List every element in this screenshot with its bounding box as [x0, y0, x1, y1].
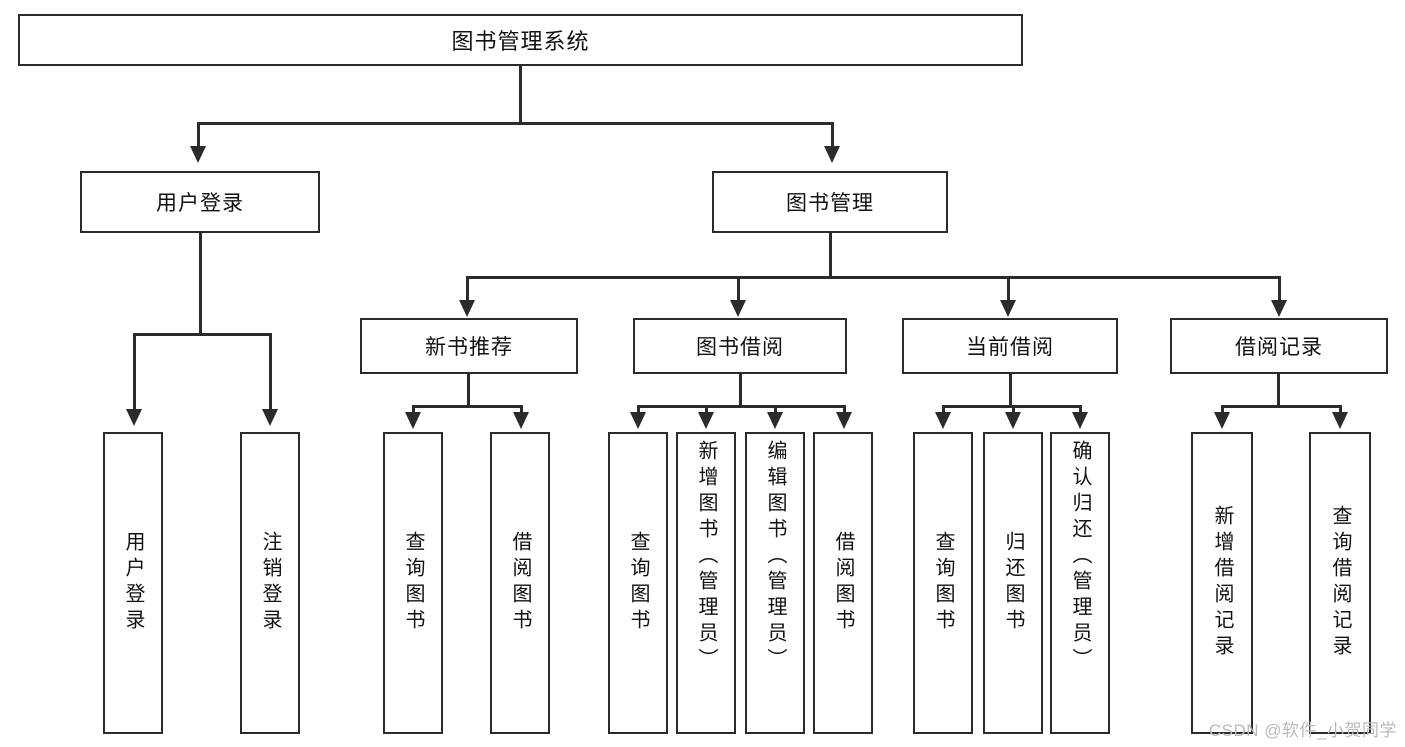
connector-user-login-branch-1: [133, 333, 136, 411]
node-book-management-label: 图书管理: [786, 192, 874, 215]
leaf-confirm-return[interactable]: 确认归还（管理员）: [1050, 432, 1110, 734]
node-book-borrow-label: 图书借阅: [696, 336, 784, 359]
leaf-add-record-label: 新增借阅记录: [1211, 505, 1233, 661]
leaf-logout-label: 注销登录: [259, 531, 281, 635]
connector-book-management-bus: [466, 276, 1278, 279]
arrow-head-icon: [630, 412, 646, 429]
leaf-user-login-label: 用户登录: [122, 531, 144, 635]
connector-bb-branch-3: [774, 405, 777, 414]
connector-cb-branch-3: [1079, 405, 1082, 414]
leaf-query-book-1-label: 查询图书: [402, 531, 424, 635]
arrow-head-icon: [262, 409, 278, 426]
arrow-head-icon: [824, 146, 840, 163]
leaf-logout[interactable]: 注销登录: [240, 432, 300, 734]
connector-user-login-branch-2: [269, 333, 272, 411]
connector-bb-stem: [739, 374, 742, 407]
leaf-query-record-label: 查询借阅记录: [1329, 505, 1351, 661]
leaf-query-record[interactable]: 查询借阅记录: [1309, 432, 1371, 734]
connector-root-to-book-management: [831, 122, 834, 148]
node-current-borrow-label: 当前借阅: [966, 336, 1054, 359]
connector-bb-bus: [637, 405, 845, 408]
leaf-borrow-book-1[interactable]: 借阅图书: [490, 432, 550, 734]
leaf-return-book-label: 归还图书: [1002, 531, 1024, 635]
connector-cb-branch-1: [942, 405, 945, 414]
node-book-management[interactable]: 图书管理: [712, 171, 948, 233]
arrow-head-icon: [767, 412, 783, 429]
leaf-add-book-label: 新增图书（管理员）: [695, 440, 717, 674]
leaf-edit-book-label: 编辑图书（管理员）: [764, 440, 786, 674]
leaf-query-book-1[interactable]: 查询图书: [383, 432, 443, 734]
node-user-login-label: 用户登录: [156, 192, 244, 215]
connector-cb-bus: [942, 405, 1080, 408]
connector-bm-branch-3: [1007, 276, 1010, 302]
connector-bm-branch-1: [466, 276, 469, 302]
connector-br-bus: [1221, 405, 1341, 408]
arrow-head-icon: [126, 409, 142, 426]
connector-root-bus: [197, 122, 833, 125]
node-new-book-recommend[interactable]: 新书推荐: [360, 318, 578, 374]
csdn-watermark: CSDN @软件_小贺同学: [1208, 721, 1397, 740]
leaf-user-login[interactable]: 用户登录: [103, 432, 163, 734]
connector-cb-stem: [1009, 374, 1012, 407]
leaf-add-record[interactable]: 新增借阅记录: [1191, 432, 1253, 734]
node-borrow-record-label: 借阅记录: [1235, 336, 1323, 359]
connector-br-stem: [1277, 374, 1280, 407]
arrow-head-icon: [836, 412, 852, 429]
leaf-add-book[interactable]: 新增图书（管理员）: [676, 432, 736, 734]
leaf-edit-book[interactable]: 编辑图书（管理员）: [745, 432, 805, 734]
arrow-head-icon: [730, 300, 746, 317]
arrow-head-icon: [698, 412, 714, 429]
connector-bb-branch-1: [637, 405, 640, 414]
arrow-head-icon: [1332, 412, 1348, 429]
connector-cb-branch-2: [1012, 405, 1015, 414]
connector-user-login-stem: [199, 233, 202, 335]
connector-root-stem: [519, 66, 522, 124]
connector-book-management-stem: [829, 233, 832, 279]
connector-bb-branch-4: [843, 405, 846, 414]
connector-bb-branch-2: [705, 405, 708, 414]
node-current-borrow[interactable]: 当前借阅: [902, 318, 1118, 374]
connector-nbr-branch-1: [412, 405, 415, 414]
node-user-login[interactable]: 用户登录: [80, 171, 320, 233]
node-new-book-recommend-label: 新书推荐: [425, 336, 513, 359]
leaf-query-book-3-label: 查询图书: [932, 531, 954, 635]
arrow-head-icon: [1000, 300, 1016, 317]
connector-br-branch-2: [1339, 405, 1342, 414]
connector-user-login-bus: [133, 333, 271, 336]
arrow-head-icon: [513, 412, 529, 429]
connector-bm-branch-2: [737, 276, 740, 302]
connector-root-to-user-login: [197, 122, 200, 148]
node-borrow-record[interactable]: 借阅记录: [1170, 318, 1388, 374]
leaf-query-book-2-label: 查询图书: [627, 531, 649, 635]
node-book-borrow[interactable]: 图书借阅: [633, 318, 847, 374]
connector-nbr-branch-2: [520, 405, 523, 414]
leaf-borrow-book-2-label: 借阅图书: [832, 531, 854, 635]
arrow-head-icon: [1005, 412, 1021, 429]
node-root[interactable]: 图书管理系统: [18, 14, 1023, 66]
arrow-head-icon: [935, 412, 951, 429]
node-root-label: 图书管理系统: [451, 29, 590, 54]
leaf-return-book[interactable]: 归还图书: [983, 432, 1043, 734]
arrow-head-icon: [1214, 412, 1230, 429]
leaf-query-book-2[interactable]: 查询图书: [608, 432, 668, 734]
leaf-confirm-return-label: 确认归还（管理员）: [1069, 440, 1091, 674]
leaf-borrow-book-2[interactable]: 借阅图书: [813, 432, 873, 734]
leaf-borrow-book-1-label: 借阅图书: [509, 531, 531, 635]
connector-nbr-bus: [412, 405, 522, 408]
arrow-head-icon: [1271, 300, 1287, 317]
connector-br-branch-1: [1221, 405, 1224, 414]
arrow-head-icon: [459, 300, 475, 317]
leaf-query-book-3[interactable]: 查询图书: [913, 432, 973, 734]
connector-bm-branch-4: [1278, 276, 1281, 302]
arrow-head-icon: [190, 146, 206, 163]
arrow-head-icon: [405, 412, 421, 429]
connector-nbr-stem: [467, 374, 470, 407]
arrow-head-icon: [1072, 412, 1088, 429]
